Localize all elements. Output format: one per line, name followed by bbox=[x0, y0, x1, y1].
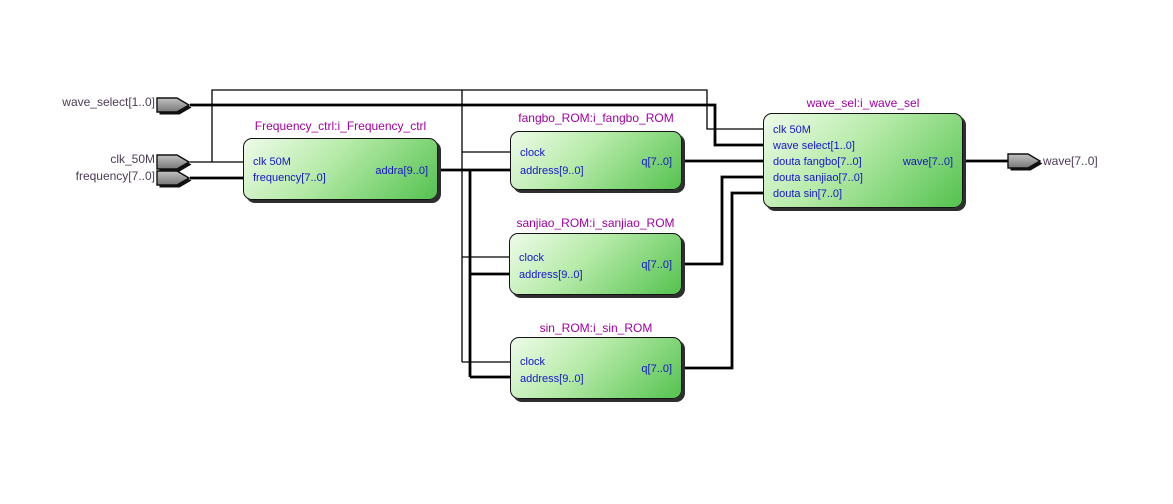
input-pin-label-frequency: frequency[7..0] bbox=[75, 169, 155, 183]
port-q: q[7..0] bbox=[641, 259, 672, 271]
port-address: address[9..0] bbox=[520, 373, 584, 385]
block-title-wave-sel: wave_sel:i_wave_sel bbox=[806, 96, 920, 110]
input-pin-frequency-icon[interactable] bbox=[156, 170, 192, 188]
port-wave: wave[7..0] bbox=[902, 156, 953, 168]
output-pin-wave-icon[interactable] bbox=[1007, 153, 1043, 171]
block-title-sin-rom: sin_ROM:i_sin_ROM bbox=[539, 321, 653, 335]
input-pin-label-wave-select: wave_select[1..0] bbox=[62, 95, 155, 109]
port-clock: clock bbox=[520, 356, 546, 368]
port-q: q[7..0] bbox=[641, 156, 672, 168]
input-pin-label-clk-50m: clk_50M bbox=[110, 152, 155, 166]
block-sanjiao-rom[interactable]: clock address[9..0] q[7..0] bbox=[509, 233, 682, 295]
block-frequency-ctrl[interactable]: clk 50M frequency[7..0] addra[9..0] bbox=[243, 138, 438, 200]
output-pin-label-wave: wave[7..0] bbox=[1043, 154, 1098, 168]
block-wave-sel[interactable]: clk 50M wave select[1..0] douta fangbo[7… bbox=[763, 113, 963, 208]
block-title-frequency-ctrl: Frequency_ctrl:i_Frequency_ctrl bbox=[254, 119, 427, 133]
net-addra[interactable] bbox=[438, 168, 510, 379]
port-douta-sanjiao: douta sanjiao[7..0] bbox=[773, 172, 863, 184]
net-wave-select[interactable] bbox=[190, 103, 763, 147]
block-fangbo-rom[interactable]: clock address[9..0] q[7..0] bbox=[510, 131, 682, 190]
net-q-sin[interactable] bbox=[682, 191, 763, 370]
net-q-sanjiao[interactable] bbox=[682, 175, 763, 266]
port-clk-50m: clk 50M bbox=[773, 124, 811, 136]
port-addra: addra[9..0] bbox=[375, 165, 428, 177]
block-sin-rom[interactable]: clock address[9..0] q[7..0] bbox=[510, 337, 682, 399]
port-wave-select: wave select[1..0] bbox=[773, 140, 855, 152]
port-douta-fangbo: douta fangbo[7..0] bbox=[773, 156, 862, 168]
input-pin-wave-select-icon[interactable] bbox=[156, 97, 192, 115]
port-q: q[7..0] bbox=[641, 363, 672, 375]
block-title-sanjiao-rom: sanjiao_ROM:i_sanjiao_ROM bbox=[516, 216, 675, 230]
port-clock: clock bbox=[519, 252, 545, 264]
port-frequency: frequency[7..0] bbox=[253, 172, 326, 184]
input-pin-clk-50m-icon[interactable] bbox=[156, 154, 192, 172]
port-address: address[9..0] bbox=[520, 165, 584, 177]
port-douta-sin: douta sin[7..0] bbox=[773, 188, 843, 200]
port-clk-50m: clk 50M bbox=[253, 156, 291, 168]
port-clock: clock bbox=[520, 147, 546, 159]
port-address: address[9..0] bbox=[519, 269, 583, 281]
block-title-fangbo-rom: fangbo_ROM:i_fangbo_ROM bbox=[518, 111, 674, 125]
